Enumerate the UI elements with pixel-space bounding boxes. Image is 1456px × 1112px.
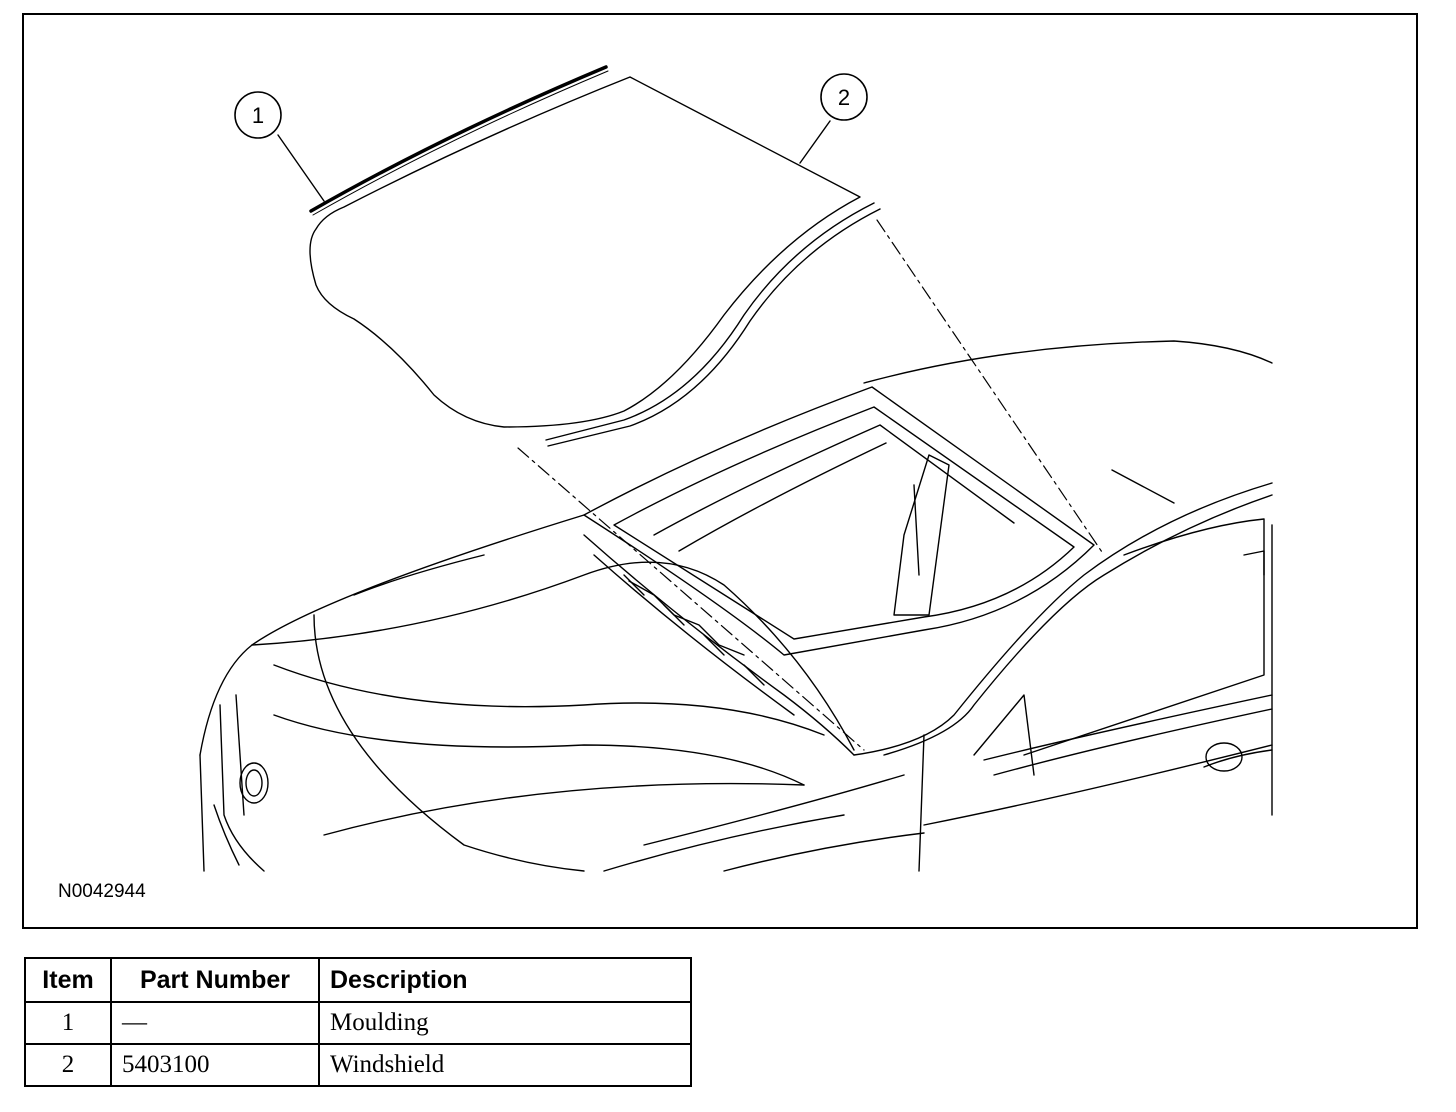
front-grille <box>199 694 269 872</box>
windshield-opening <box>583 386 1095 656</box>
parts-table: Item Part Number Description 1 — Mouldin… <box>24 957 692 1087</box>
side-moulding-strip <box>545 202 881 447</box>
table-row: 2 5403100 Windshield <box>24 1043 692 1087</box>
row-description: Windshield <box>318 1043 692 1087</box>
row-part-number: — <box>110 1001 320 1045</box>
row-part-number: 5403100 <box>110 1043 320 1087</box>
moulding-part <box>309 65 609 216</box>
header-item: Item <box>24 957 112 1003</box>
header-part-number: Part Number <box>110 957 320 1003</box>
windshield-glass <box>309 76 861 428</box>
header-description: Description <box>318 957 692 1003</box>
callout-2-label: 2 <box>838 85 850 110</box>
table-row: 1 — Moulding <box>24 1001 692 1045</box>
roof-outline <box>863 340 1273 384</box>
installation-guide-lines <box>517 219 1105 751</box>
row-item: 2 <box>24 1043 112 1087</box>
callout-1-label: 1 <box>252 103 264 128</box>
callout-2: 2 <box>820 73 868 121</box>
figure-frame: 1 2 N0042944 <box>22 13 1418 929</box>
row-item: 1 <box>24 1001 112 1045</box>
windshield-diagram: 1 2 <box>199 65 1273 872</box>
table-header-row: Item Part Number Description <box>24 957 692 1003</box>
fender-and-door <box>603 482 1273 872</box>
callout-1: 1 <box>234 91 282 139</box>
cowl-panel <box>583 534 855 756</box>
figure-id-label: N0042944 <box>58 881 146 902</box>
hood-outline <box>199 514 855 872</box>
callout-leaders <box>277 120 831 202</box>
row-description: Moulding <box>318 1001 692 1045</box>
